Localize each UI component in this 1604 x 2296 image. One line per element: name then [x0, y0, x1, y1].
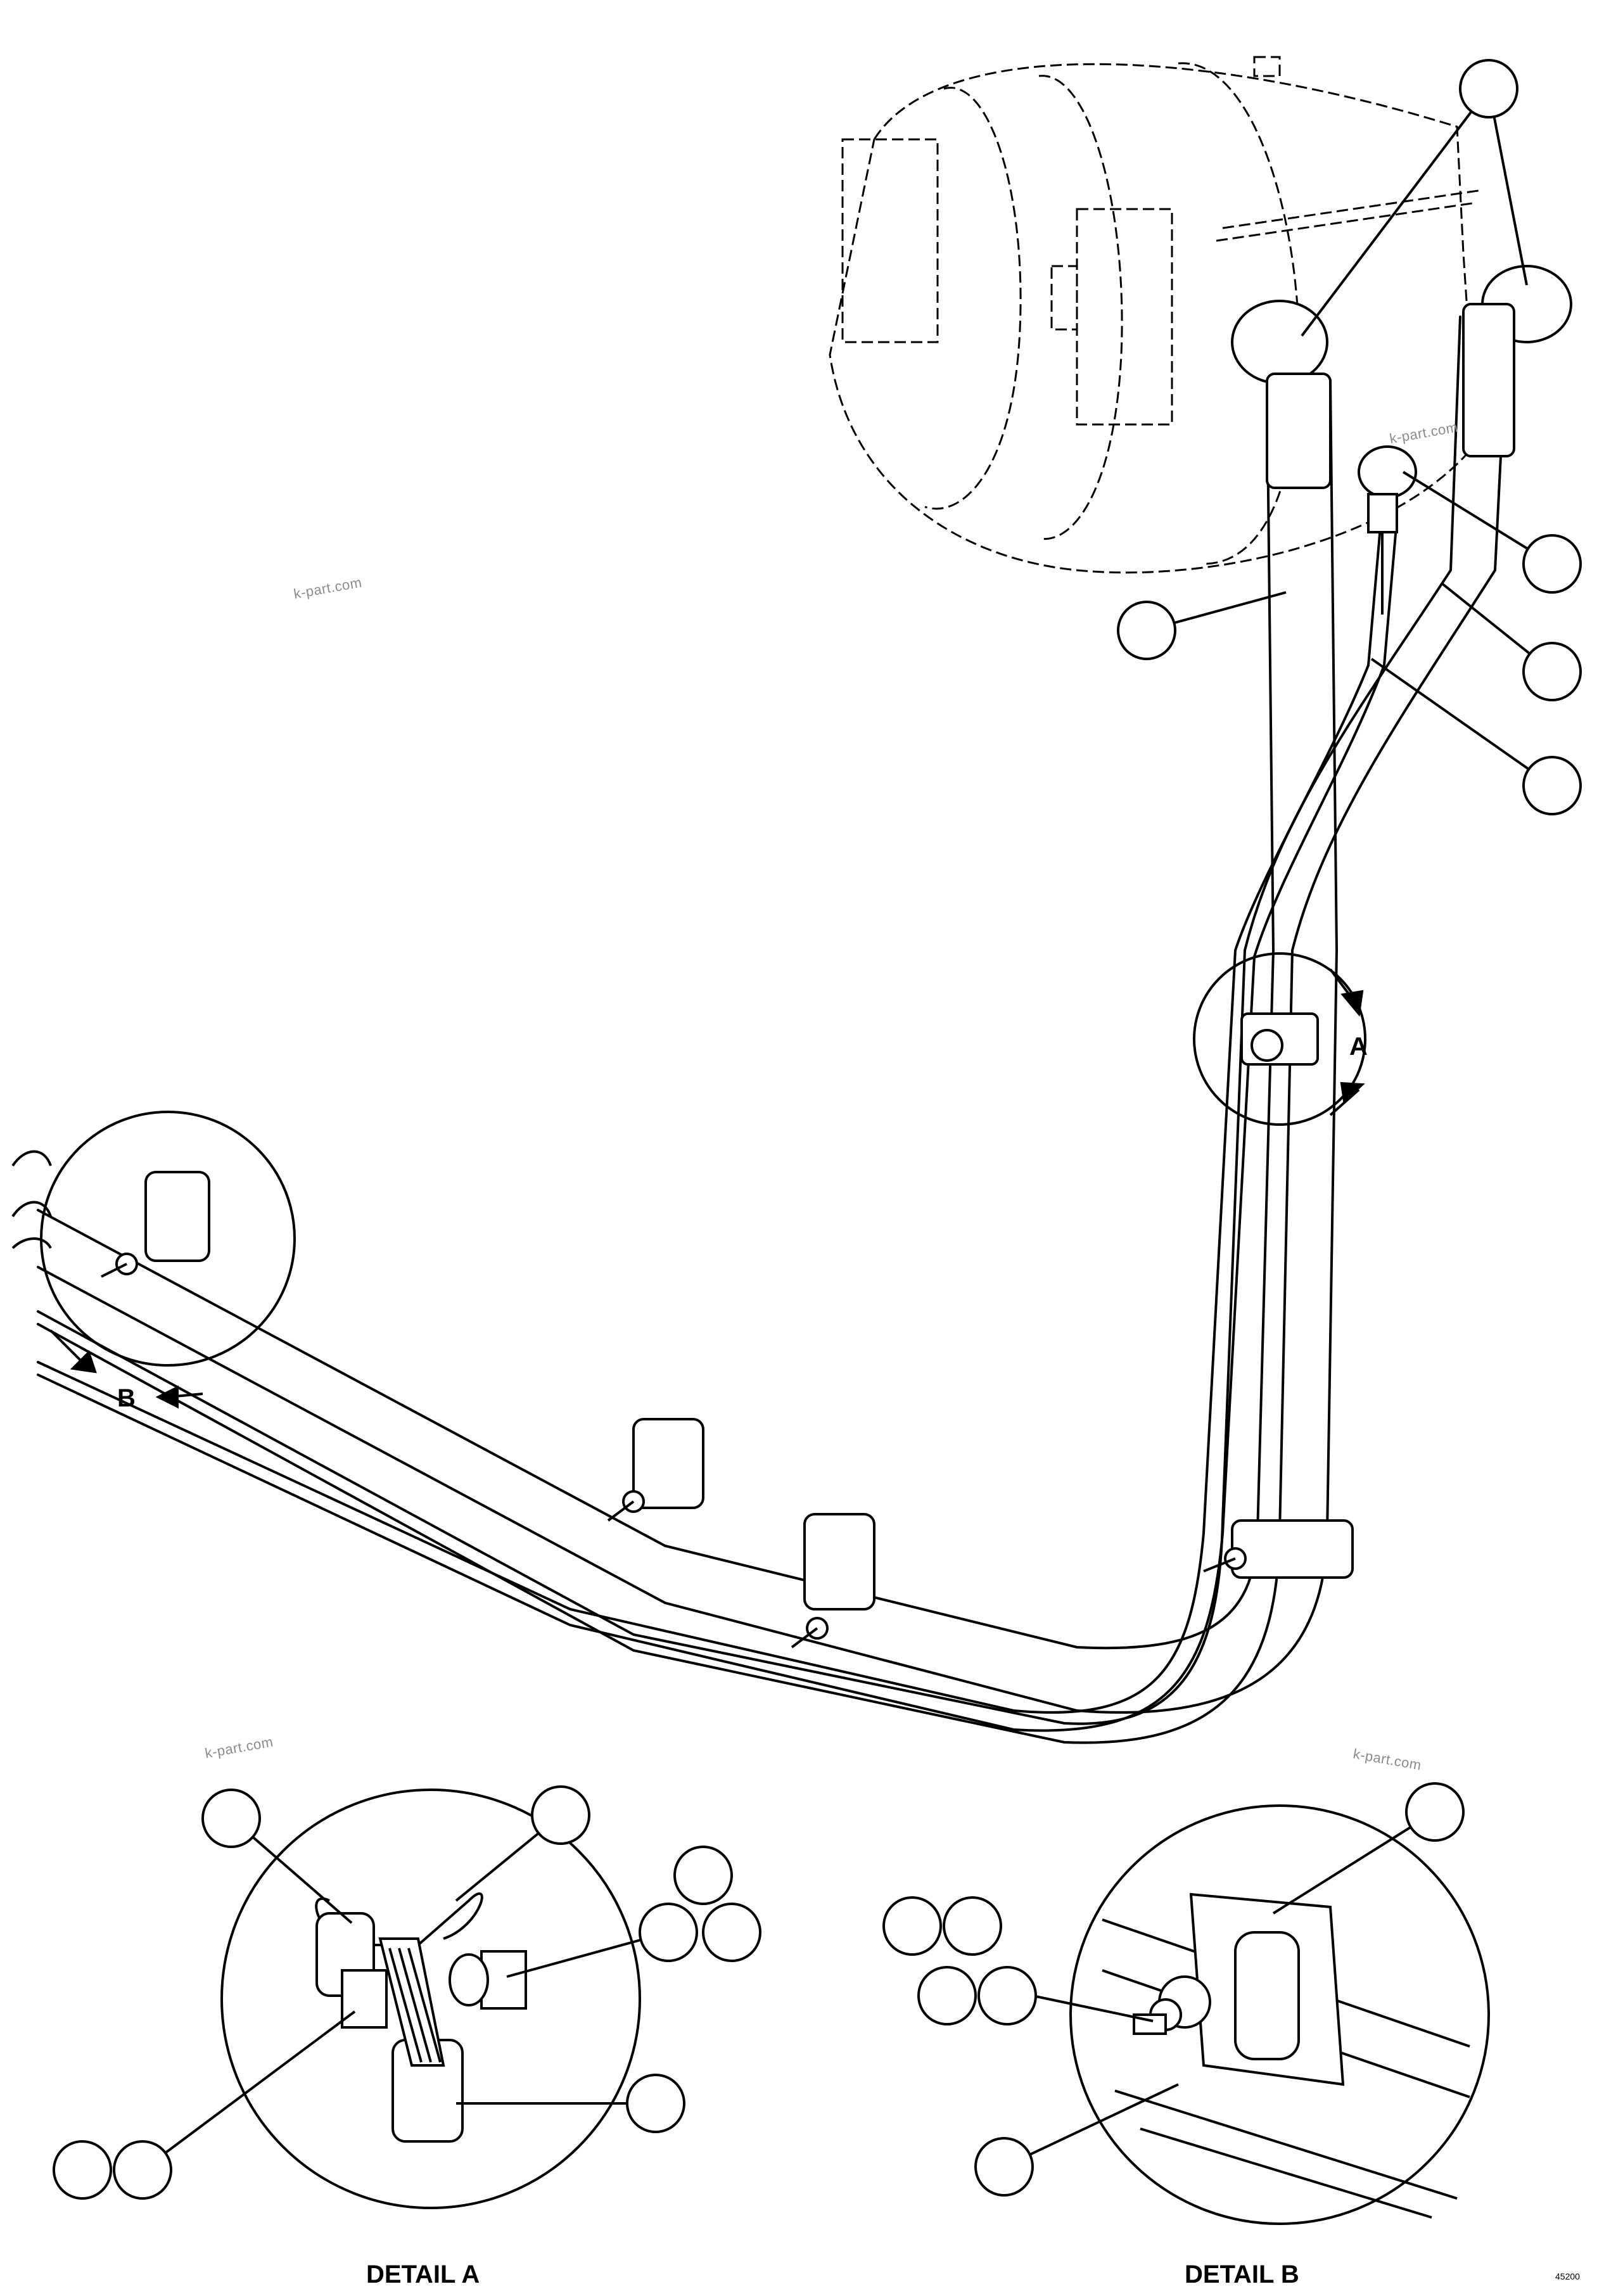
- figure-code: 45200: [1555, 2271, 1580, 2281]
- detail-b-view: [1069, 1804, 1490, 2225]
- hose-cut-ends: [11, 1150, 52, 1249]
- callout-balloon: [977, 1966, 1037, 2025]
- callout-balloon: [702, 1903, 761, 1962]
- hose-assembly: [37, 316, 1509, 1744]
- detail-a-ref-letter: A: [1349, 1033, 1368, 1061]
- callout-balloon: [943, 1896, 1002, 1956]
- tank-phantom-outline: [829, 56, 1483, 574]
- callout-balloon: [639, 1903, 698, 1962]
- callout-balloon: [974, 2137, 1034, 2197]
- hose-clamps: [101, 1012, 1354, 1649]
- callout-balloon: [1117, 601, 1176, 660]
- watermark-text: k-part.com: [1352, 1745, 1423, 1773]
- detail-a-view: [220, 1789, 641, 2209]
- detail-a-marker: [1193, 952, 1366, 1126]
- detail-a-callouts: [53, 1785, 761, 2200]
- hose-end-elbows: [1231, 265, 1572, 615]
- callout-balloon: [1522, 534, 1582, 594]
- callout-balloon: [1459, 59, 1518, 118]
- callout-balloon: [113, 2140, 172, 2200]
- callout-balloon: [1405, 1782, 1465, 1842]
- detail-b-marker: [40, 1111, 296, 1409]
- watermark-text: k-part.com: [204, 1733, 275, 1761]
- detail-a-caption: DETAIL A: [366, 2261, 480, 2288]
- callout-balloon: [882, 1896, 942, 1956]
- callout-balloon: [53, 2140, 112, 2200]
- detail-b-ref-letter: B: [117, 1384, 136, 1412]
- callout-balloon: [531, 1785, 590, 1845]
- callout-balloon: [673, 1846, 733, 1905]
- watermark-text: k-part.com: [293, 574, 364, 602]
- watermark-text: k-part.com: [1389, 419, 1460, 447]
- detail-b-caption: DETAIL B: [1185, 2261, 1299, 2288]
- callout-balloon: [917, 1966, 977, 2025]
- callout-balloon: [626, 2074, 685, 2133]
- callout-balloon: [1522, 756, 1582, 815]
- detail-b-callouts: [882, 1782, 1465, 2197]
- main-callouts: [1117, 59, 1582, 815]
- callout-balloon: [1522, 642, 1582, 701]
- callout-balloon: [201, 1789, 261, 1848]
